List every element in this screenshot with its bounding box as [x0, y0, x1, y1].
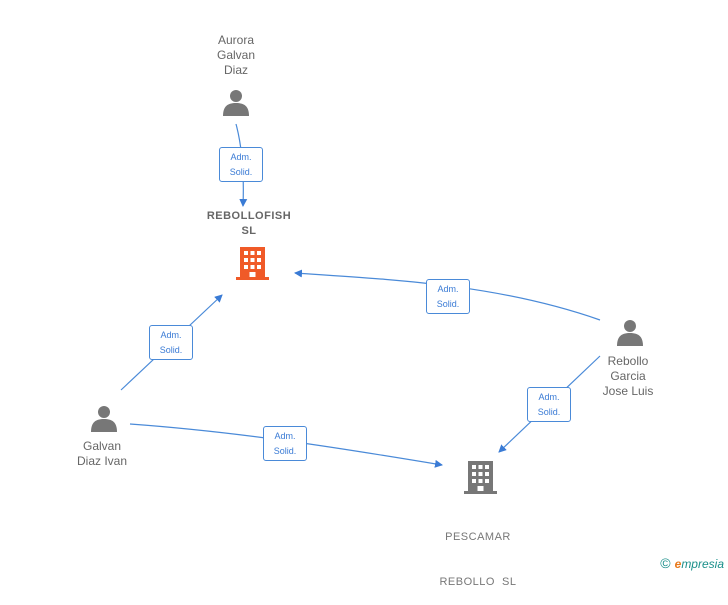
building-icon: [464, 461, 497, 494]
building-icon-highlight: [236, 247, 269, 280]
company-label-pescamar[interactable]: PESCAMAR REBOLLO SL: [439, 531, 517, 588]
network-diagram: [91, 90, 643, 494]
copyright-icon: ©: [660, 555, 671, 571]
brand-footer: ©empresia: [660, 555, 724, 571]
edge-badge-galvan-rebollofish[interactable]: Adm. Solid.: [149, 325, 193, 360]
edge-badge-rebollo-rebollofish[interactable]: Adm. Solid.: [426, 279, 470, 314]
person-icon: [617, 320, 643, 346]
person-icon: [91, 406, 117, 432]
edge-badge-aurora-rebollofish[interactable]: Adm. Solid.: [219, 147, 263, 182]
person-label-aurora[interactable]: Aurora Galvan Diaz: [216, 33, 256, 77]
person-label-rebollo[interactable]: Rebollo Garcia Jose Luis: [602, 354, 654, 398]
brand-logo-initial: e: [674, 557, 682, 571]
brand-logo-text: mpresia: [681, 557, 724, 571]
person-label-galvan[interactable]: Galvan Diaz Ivan: [76, 439, 128, 468]
company-label-rebollofish[interactable]: REBOLLOFISH SL: [206, 210, 292, 237]
edge-badge-rebollo-pescamar[interactable]: Adm. Solid.: [527, 387, 571, 422]
person-icon: [223, 90, 249, 116]
edge-badge-galvan-pescamar[interactable]: Adm. Solid.: [263, 426, 307, 461]
